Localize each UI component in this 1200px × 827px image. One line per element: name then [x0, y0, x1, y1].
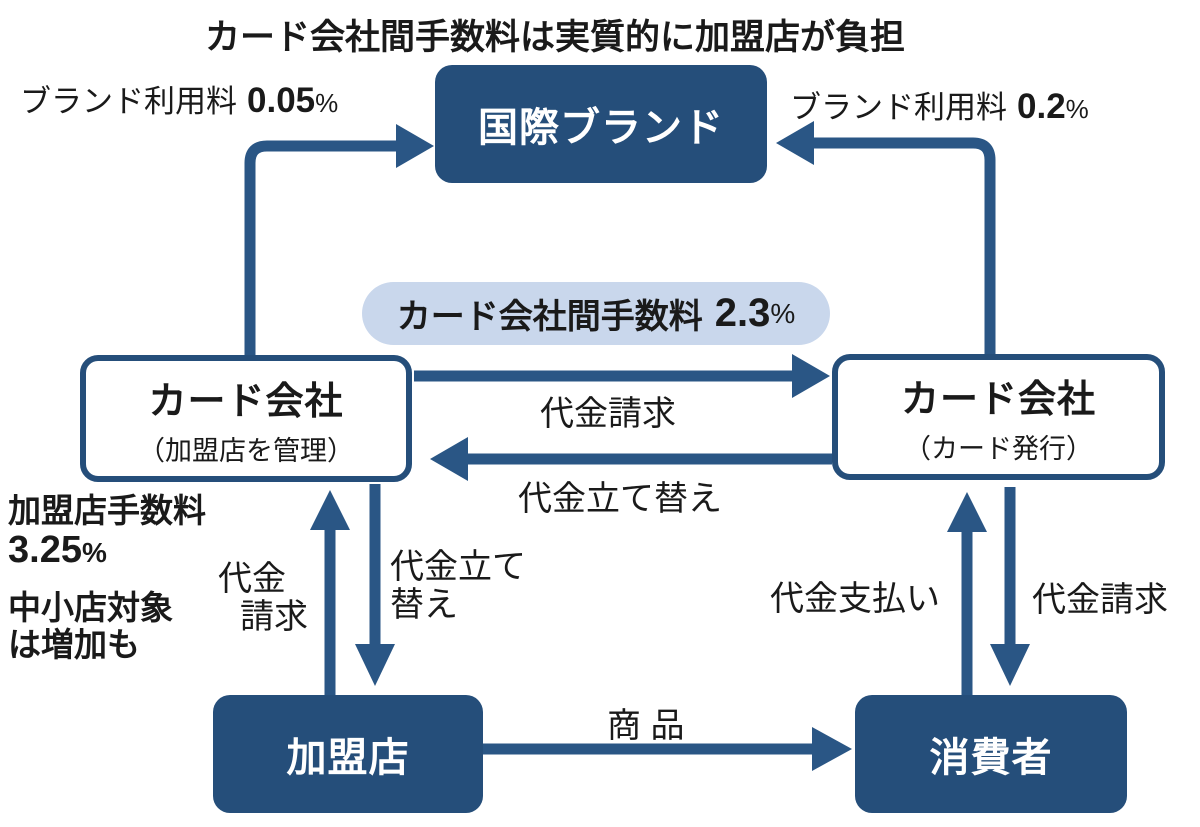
merchant-fee-note-line1: 中小店対象 [8, 589, 173, 626]
arrow-issuer-to-consumer [990, 487, 1030, 686]
brand-fee-right: ブランド利用料 0.2 % [790, 82, 1089, 127]
node-consumer: 消費者 [855, 695, 1127, 813]
arrow-merchant-to-acquirer [310, 490, 350, 695]
interchange-fee-label: カード会社間手数料 [396, 298, 703, 336]
merchant-fee-unit: % [81, 537, 107, 568]
node-international-brand-label: 国際ブランド [478, 106, 724, 150]
merchant-fee-block: 加盟店手数料 3.25% 中小店対象 は増加も [8, 492, 206, 663]
flow-label-merchant-advance-line1: 代金立て [390, 548, 526, 586]
node-international-brand: 国際ブランド [435, 65, 767, 183]
arrow-acquirer-to-merchant [355, 484, 395, 686]
arrow-issuer-to-acquirer [430, 437, 832, 481]
arrow-acquirer-to-brand [244, 124, 434, 357]
brand-fee-left: ブランド利用料 0.05 % [20, 76, 338, 121]
arrow-merchant-to-consumer [483, 727, 852, 771]
brand-fee-left-value: 0.05 [247, 81, 316, 120]
flow-label-goods: 商 品 [607, 707, 685, 745]
interchange-fee-value: 2.3 [714, 291, 771, 335]
interchange-fee-pill: カード会社間手数料 2.3 % [362, 282, 830, 345]
flow-label-consumer-billing: 代金請求 [1032, 581, 1168, 619]
flow-label-advance: 代金立て替え [518, 480, 722, 518]
brand-fee-left-unit: % [315, 88, 339, 118]
merchant-fee-label: 加盟店手数料 [8, 492, 206, 529]
brand-fee-right-value: 0.2 [1017, 87, 1066, 126]
node-acquirer-label: カード会社 [148, 380, 344, 423]
node-acquirer: カード会社 （加盟店を管理） [80, 355, 412, 482]
brand-fee-right-label: ブランド利用料 [790, 90, 1007, 125]
diagram-title: カード会社間手数料は実質的に加盟店が負担 [204, 18, 905, 57]
arrow-issuer-to-brand [776, 121, 996, 356]
merchant-fee-spacer [8, 573, 206, 589]
flow-label-consumer-payment: 代金支払い [770, 580, 940, 618]
node-issuer: カード会社 （カード発行） [832, 354, 1165, 480]
arrow-acquirer-to-issuer [414, 354, 830, 398]
brand-fee-left-label: ブランド利用料 [20, 84, 237, 119]
interchange-fee-unit: % [770, 297, 796, 329]
brand-fee-right-unit: % [1065, 94, 1089, 124]
flow-label-merchant-billing-line2: 請求 [240, 598, 308, 636]
node-merchant-label: 加盟店 [286, 736, 410, 780]
node-issuer-label: カード会社 [900, 379, 1096, 421]
flow-label-billing: 代金請求 [540, 395, 676, 433]
arrow-consumer-to-issuer [947, 492, 987, 695]
flow-label-merchant-advance-line2: 替え [390, 586, 458, 624]
node-consumer-label: 消費者 [929, 736, 1053, 780]
node-acquirer-sublabel: （加盟店を管理） [138, 435, 354, 466]
merchant-fee-amount: 3.25% [8, 530, 206, 573]
merchant-fee-note-line2: は増加も [8, 626, 140, 663]
merchant-fee-value: 3.25 [8, 529, 82, 571]
flow-label-merchant-billing: 代金 請求 [218, 560, 308, 636]
node-merchant: 加盟店 [213, 695, 483, 813]
flow-label-merchant-advance: 代金立て 替え [390, 548, 526, 624]
node-issuer-sublabel: （カード発行） [904, 434, 1093, 464]
flow-label-merchant-billing-line1: 代金 [218, 560, 286, 598]
